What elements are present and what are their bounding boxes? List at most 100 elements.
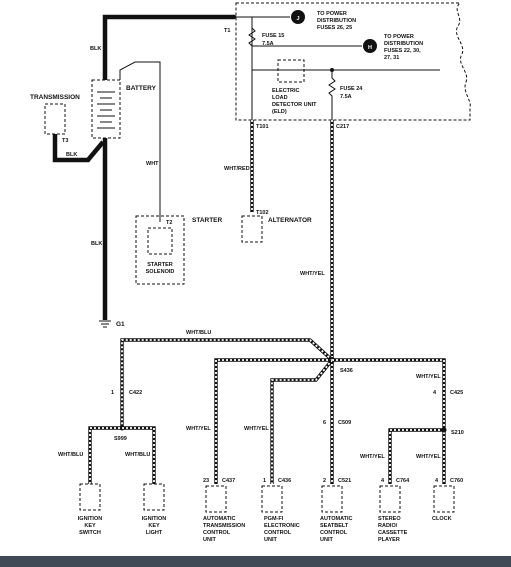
power-j-line-1: TO POWER (317, 11, 347, 17)
ignition-switch-box (79, 483, 101, 511)
ign-light-line-1: IGNITION (142, 516, 166, 522)
s999-label: S999 (114, 436, 127, 442)
tcu-branch-stripe (215, 359, 332, 484)
c425-label: C425 (450, 390, 463, 396)
fuse24-label: FUSE 24 (340, 86, 363, 92)
blk-label-lower: BLK (91, 241, 102, 247)
fuse15-wire (248, 27, 362, 47)
wht-yel-c425-label: WHT/YEL (416, 374, 441, 380)
c437-pin: 23 (203, 478, 209, 484)
radio-box (379, 485, 401, 513)
wht-blu-branch-stripe (121, 339, 333, 428)
t3-label: T3 (62, 138, 68, 144)
wht-yel-pgm-label: WHT/YEL (244, 426, 269, 432)
connector-h (363, 39, 377, 53)
belt-line-4: UNIT (320, 537, 333, 543)
c509-label: C509 (338, 420, 351, 426)
starter-solenoid-box (147, 227, 173, 255)
power-h-line-2: DISTRIBUTION (384, 41, 423, 47)
ign-wire-stripe (89, 427, 155, 484)
battery-label: BATTERY (126, 85, 157, 92)
wht-label: WHT (146, 161, 159, 167)
fuse24-wire (328, 70, 336, 120)
power-h-line-1: TO POWER (384, 34, 414, 40)
starter-solenoid-label-2: SOLENOID (146, 269, 175, 275)
c764-label: C764 (396, 478, 410, 484)
starter-wire (119, 61, 161, 222)
pgm-line-2: ELECTRONIC (264, 523, 300, 529)
pgm-line-3: CONTROL (264, 530, 292, 536)
ground-g1-symbol (99, 320, 111, 328)
belt-line-2: SEATBELT (320, 523, 349, 529)
blk-label-top: BLK (90, 46, 101, 52)
belt-box (321, 485, 343, 513)
pgm-branch-stripe (271, 359, 333, 484)
transmission-ground-cable (52, 134, 105, 163)
atcu-box (205, 485, 227, 513)
alternator-label: ALTERNATOR (268, 217, 312, 224)
eld-line-2: LOAD (272, 95, 288, 101)
power-j-line-2: DISTRIBUTION (317, 18, 356, 24)
ign-light-line-3: LIGHT (146, 530, 163, 536)
c764-pin: 4 (381, 478, 385, 484)
radio-line-4: PLAYER (378, 537, 400, 543)
ign-switch-line-3: SWITCH (79, 530, 101, 536)
c425-pin: 4 (433, 390, 437, 396)
blk-label-t3: BLK (66, 152, 77, 158)
wht-blu-left-label: WHT/BLU (58, 452, 83, 458)
transmission-box (44, 103, 66, 135)
ign-light-line-2: KEY (148, 523, 160, 529)
fuse15-label: FUSE 15 (262, 33, 284, 39)
starter-box (135, 215, 185, 285)
clock-box (433, 485, 455, 513)
battery-cells (97, 91, 115, 129)
wht-yel-clock-label: WHT/YEL (416, 454, 441, 460)
battery-positive-cable (102, 14, 234, 80)
wht-red-label: WHT/RED (224, 166, 250, 172)
fuse-box-bus (234, 16, 290, 120)
radio-line-2: RADIO/ (378, 523, 398, 529)
atcu-line-3: CONTROL (203, 530, 231, 536)
wht-yel-radio-label: WHT/YEL (360, 454, 385, 460)
eld-line-1: ELECTRIC (272, 88, 300, 94)
alternator-box (241, 215, 263, 243)
s210-splice (441, 427, 447, 433)
eld-box (277, 59, 305, 83)
power-h-line-4: 27, 31 (384, 55, 399, 61)
transmission-label: TRANSMISSION (30, 94, 80, 101)
power-j-line-3: FUSES 26, 25 (317, 25, 352, 31)
s210-label: S210 (451, 430, 464, 436)
ign-switch-line-1: IGNITION (78, 516, 102, 522)
atcu-line-2: TRANSMISSION (203, 523, 245, 529)
eld-line-3: DETECTOR UNIT (272, 102, 317, 108)
atcu-line-1: AUTOMATIC (203, 516, 236, 522)
fuse-box-outline (235, 2, 471, 121)
ignition-light-box (143, 483, 165, 511)
c437-label: C437 (222, 478, 235, 484)
c509-pin: 6 (323, 420, 326, 426)
g1-label: G1 (116, 321, 125, 328)
c436-pin: 1 (263, 478, 266, 484)
connector-h-label: H (368, 45, 372, 51)
clock-label: CLOCK (432, 516, 452, 522)
c436-label: C436 (278, 478, 291, 484)
wht-yel-tcu-label: WHT/YEL (186, 426, 211, 432)
t1-label: T1 (224, 28, 230, 34)
battery-outline (91, 79, 121, 139)
eld-line-4: (ELD) (272, 109, 287, 115)
c521-pin: 2 (323, 478, 326, 484)
footer-bar (0, 556, 511, 567)
ign-switch-line-2: KEY (84, 523, 96, 529)
belt-line-1: AUTOMATIC (320, 516, 353, 522)
belt-line-3: CONTROL (320, 530, 348, 536)
wht-blu-branch-wire (120, 338, 334, 428)
pgm-line-1: PGM-FI (264, 516, 284, 522)
starter-label: STARTER (192, 217, 223, 224)
radio-line-1: STEREO (378, 516, 401, 522)
radio-line-3: CASSETTE (378, 530, 408, 536)
t2-label: T2 (166, 220, 172, 226)
wht-yel-main-label: WHT/YEL (300, 271, 325, 277)
t102-label: T102 (256, 210, 269, 216)
wht-blu-right-label: WHT/BLU (125, 452, 150, 458)
